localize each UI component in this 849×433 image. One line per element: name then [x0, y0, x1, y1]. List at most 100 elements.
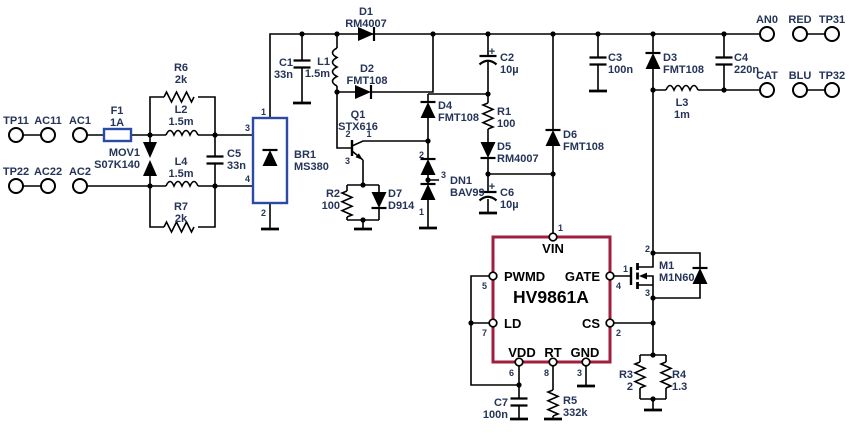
d6-ref-label: D6: [563, 129, 577, 141]
ic-pin-gate-number: 4: [616, 281, 621, 291]
br1-pin3-number: 3: [245, 123, 250, 133]
q1-ref-label: Q1: [351, 109, 366, 121]
m1-ref-label: M1: [659, 260, 674, 272]
ac22-label: AC22: [34, 166, 62, 178]
ac11-label: AC11: [34, 115, 62, 127]
f1-value-label: 1A: [110, 117, 124, 129]
mosfet-m1-symbol: [629, 263, 709, 289]
terminal-ac11: [40, 127, 56, 143]
l2-ref-label: L2: [175, 104, 188, 116]
mov1-ref-label: MOV1: [109, 147, 140, 159]
q1-value-label: STX616: [338, 121, 378, 133]
c2-plus-sign: +: [489, 46, 495, 58]
ic-pin-cs-label: CS: [582, 316, 600, 331]
resistor-r1-symbol: [482, 102, 494, 130]
d7-ref-label: D7: [388, 188, 402, 200]
f1-ref-label: F1: [111, 105, 124, 117]
capacitor-c5-symbol: [205, 155, 225, 165]
l1-ref-label: L1: [317, 56, 330, 68]
d2-value-label: FMT108: [347, 75, 388, 87]
dn1-pin2-number: 2: [419, 150, 424, 160]
resistor-r4-symbol: [660, 361, 672, 389]
varistor-mov1-symbol: [143, 142, 157, 176]
bridge-rectifier-br1-symbol: [251, 116, 289, 205]
ac1-label: AC1: [69, 115, 91, 127]
c2-value-label: 10µ: [500, 64, 519, 76]
r7-value-label: 2k: [175, 213, 188, 225]
dn1-pin1-number: 1: [419, 207, 424, 217]
m1-pin2-number: 2: [645, 244, 650, 254]
l1-value-label: 1.5m: [305, 68, 330, 80]
r7-ref-label: R7: [174, 201, 188, 213]
terminal-tp22: [8, 178, 24, 194]
l4-value-label: 1.5m: [168, 168, 193, 180]
mov1-value-label: S07K140: [94, 159, 140, 171]
r1-ref-label: R1: [497, 106, 511, 118]
c5-value-label: 33n: [227, 160, 246, 172]
tp11-label: TP11: [3, 115, 29, 127]
d1-ref-label: D1: [359, 6, 373, 18]
q1-pin2-number: 2: [345, 129, 350, 139]
inductor-l3-symbol: [665, 84, 699, 91]
m1-value-label: M1N60: [659, 272, 694, 284]
resistor-r2-symbol: [341, 190, 353, 218]
inductor-l4-symbol: [165, 180, 199, 187]
terminal-tp32: [824, 82, 840, 98]
blu-label: BLU: [789, 70, 812, 82]
transistor-q1-symbol: [350, 140, 363, 160]
ic-pin-cs-number: 2: [616, 328, 621, 338]
d2-ref-label: D2: [360, 63, 374, 75]
terminal-cat: [759, 82, 775, 98]
m1-pin1-number: 1: [623, 264, 628, 274]
wires: [23, 33, 825, 419]
ic-pin-vin-number: 1: [558, 223, 563, 233]
c3-ref-label: C3: [608, 52, 622, 64]
br1-pin2-number: 2: [261, 208, 266, 218]
ic-pin-gnd-number: 3: [577, 368, 582, 378]
ic-pin-ld-circle: [488, 318, 498, 328]
ic-pin-vdd-number: 6: [509, 368, 514, 378]
red-label: RED: [788, 14, 811, 26]
c6-plus-sign: +: [489, 181, 495, 193]
diode-d2-symbol: [353, 83, 373, 101]
dn1-ref-label: DN1: [450, 175, 472, 187]
r6-ref-label: R6: [174, 62, 188, 74]
junction-dots: [147, 31, 727, 402]
diode-d7-symbol: [370, 190, 388, 210]
ic-pin-cs-circle: [605, 318, 615, 328]
ic-pin-vin-circle: [548, 232, 558, 242]
br1-value-label: MS380: [294, 161, 329, 173]
c6-value-label: 10µ: [500, 199, 519, 211]
r3-value-label: 2: [627, 381, 633, 393]
ic-pin-gate-label: GATE: [565, 269, 600, 284]
capacitor-c1-symbol: [292, 59, 312, 69]
dn1-pin3-number: 3: [441, 170, 446, 180]
ic-pin-rt-number: 8: [544, 368, 549, 378]
c1-value-label: 33n: [274, 69, 293, 81]
d5-ref-label: D5: [497, 141, 511, 153]
capacitor-c3-symbol: [588, 56, 608, 66]
d3-ref-label: D3: [663, 52, 677, 64]
br1-pin1-number: 1: [261, 107, 266, 117]
l2-value-label: 1.5m: [168, 116, 193, 128]
r2-value-label: 100: [322, 200, 340, 212]
tp22-label: TP22: [3, 166, 29, 178]
l3-value-label: 1m: [674, 109, 690, 121]
ic-pin-rt-label: RT: [544, 345, 561, 360]
ic-pin-gate-circle: [605, 271, 615, 281]
inductor-l1-symbol: [331, 47, 338, 87]
br1-pin4-number: 4: [245, 174, 250, 184]
dn1-value-label: BAV99: [450, 187, 485, 199]
fuse-f1-symbol: [102, 127, 133, 143]
ic-hv9861a-body: [488, 232, 615, 367]
ic-pin-pwmd-circle: [488, 271, 498, 281]
terminal-an0: [759, 26, 775, 42]
diode-d4-symbol: [419, 100, 437, 120]
c3-value-label: 100n: [608, 64, 633, 76]
d4-value-label: FMT108: [438, 112, 479, 124]
d5-value-label: RM4007: [497, 153, 539, 165]
q1-pin3-number: 3: [345, 156, 350, 166]
terminal-red: [792, 26, 808, 42]
